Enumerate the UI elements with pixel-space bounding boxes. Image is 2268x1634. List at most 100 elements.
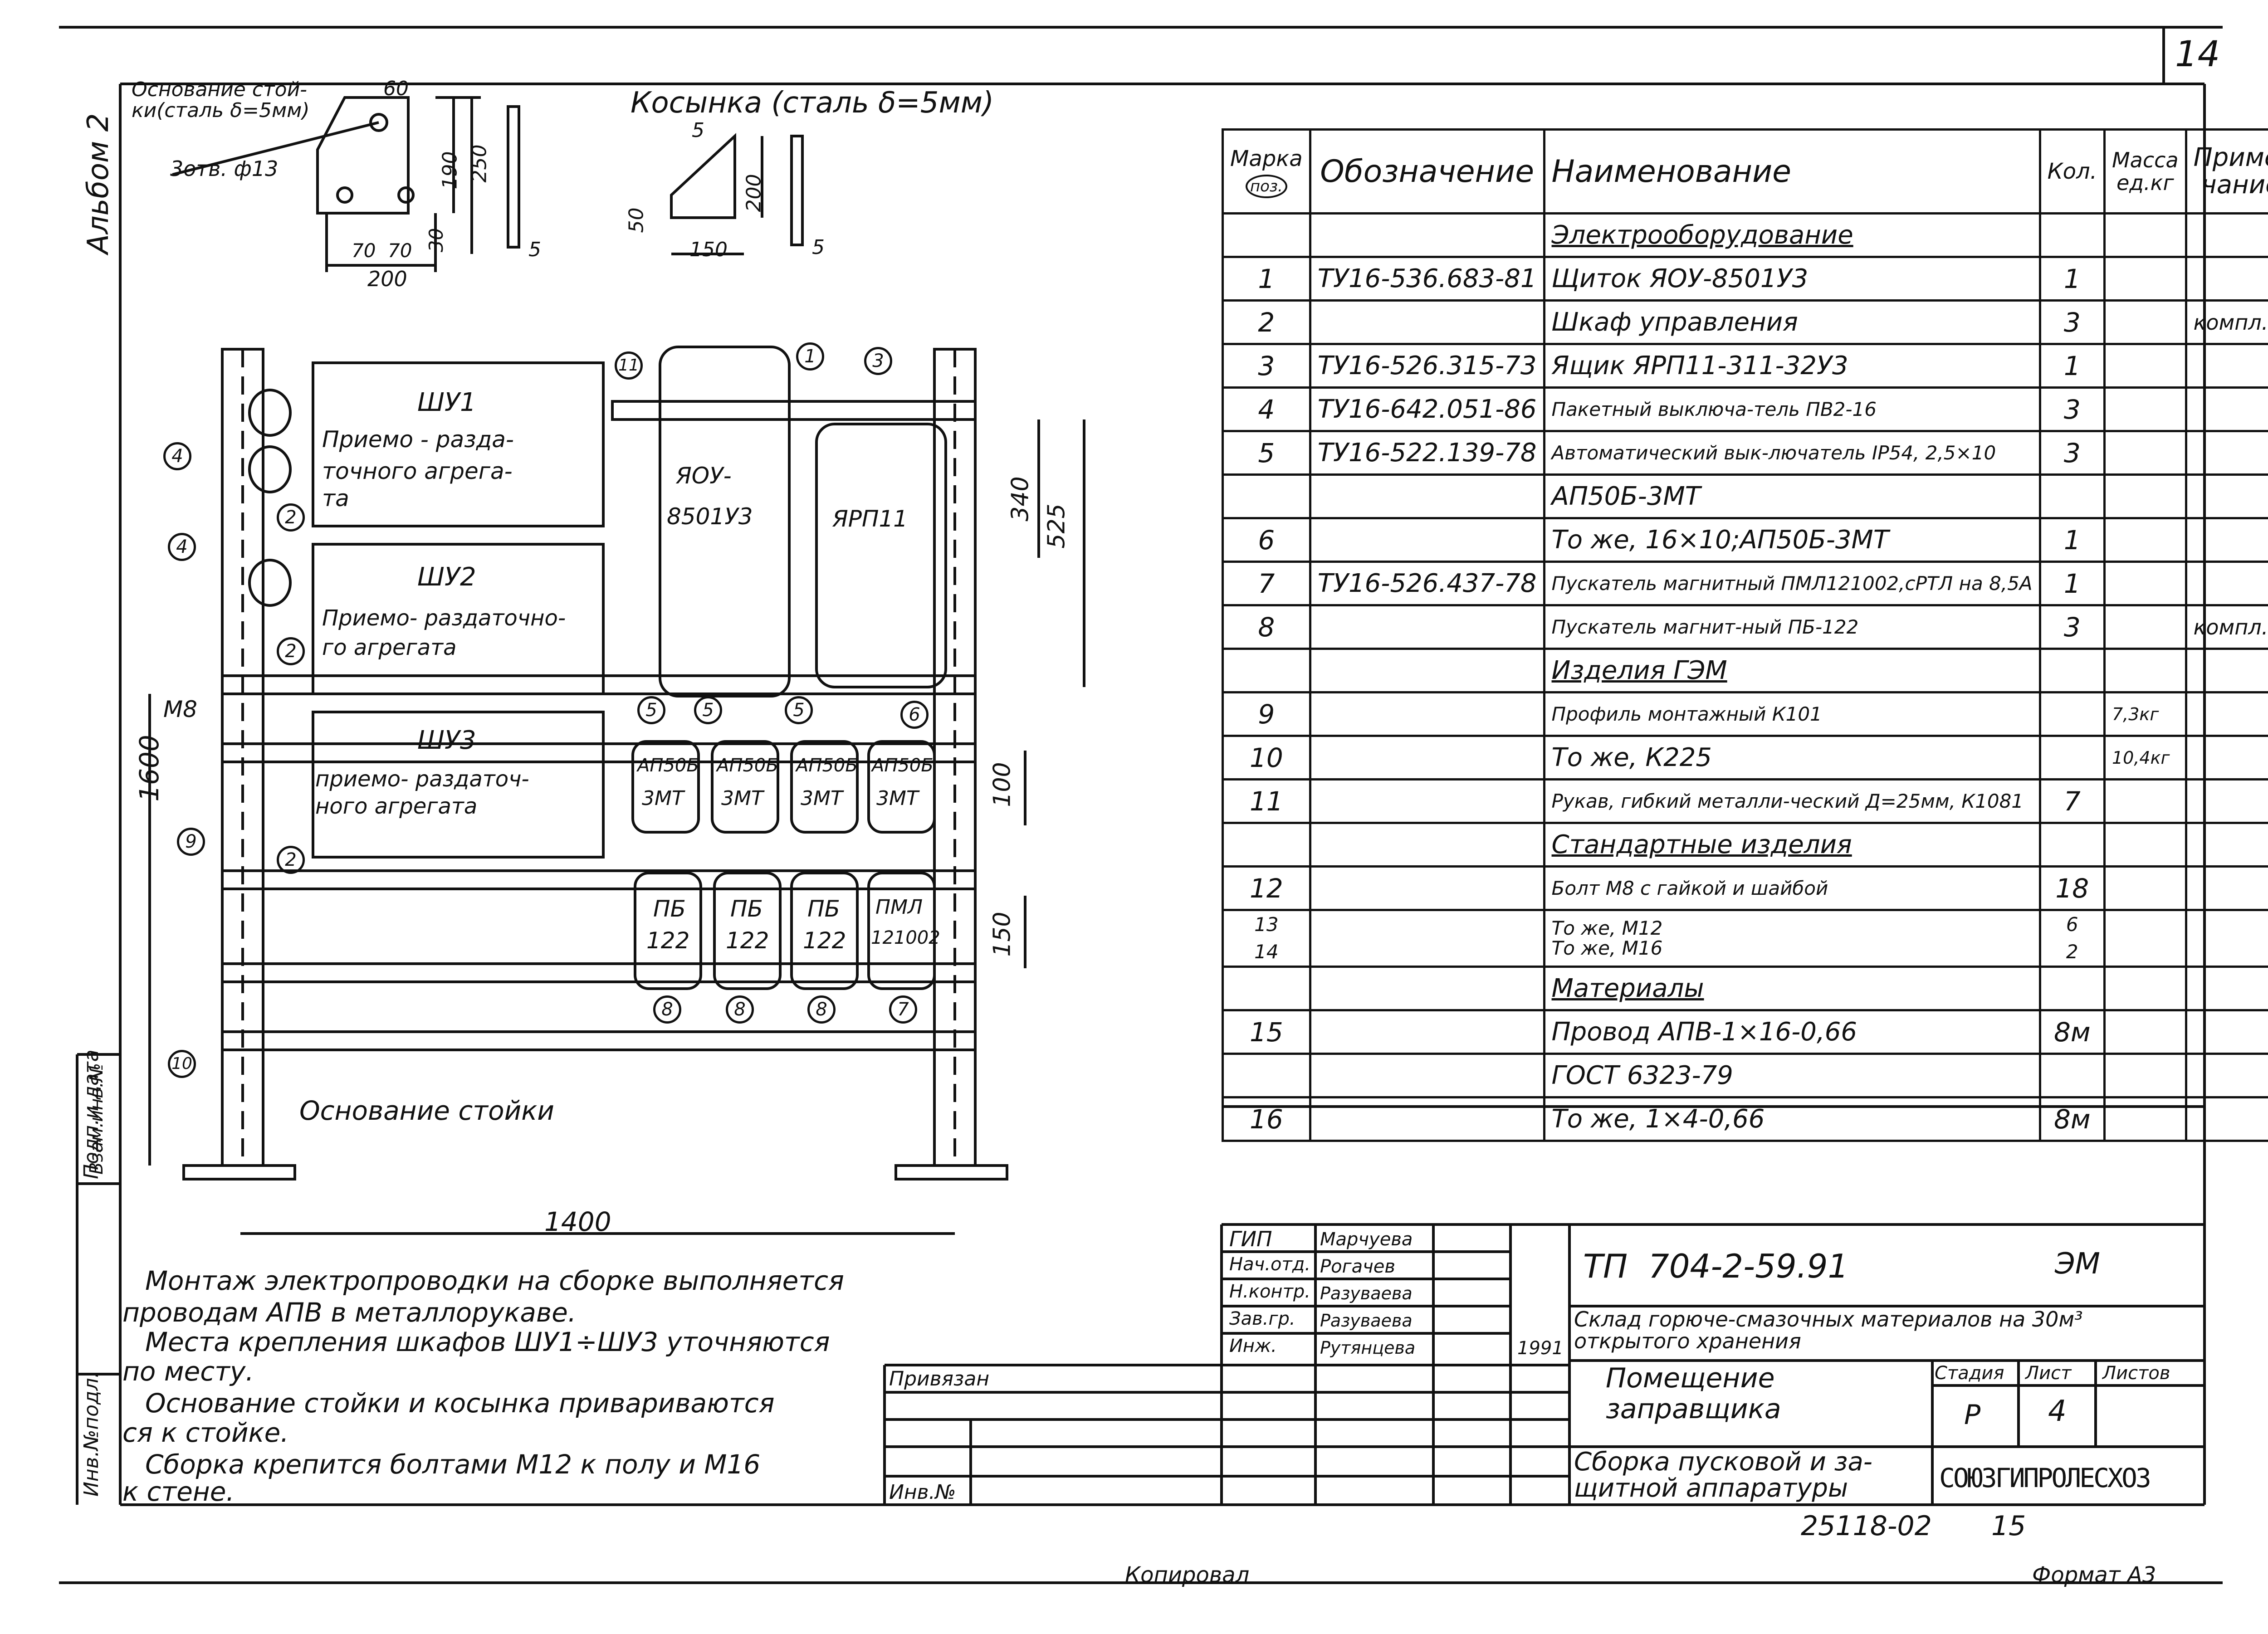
spec-name: То же, 16×10;АП50Б-3МТ: [1543, 517, 2041, 563]
breaker-2-a: АП50Б: [717, 755, 778, 776]
spec-qty: 3: [2038, 430, 2106, 476]
spec-note: [2185, 1096, 2268, 1142]
header-mark: Марка поз.: [1222, 128, 1311, 215]
spec-designation: [1309, 966, 1545, 1011]
spec-designation: [1309, 604, 1545, 650]
spec-qty: 1: [2038, 256, 2106, 302]
gusset-title: Косынка (сталь δ=5мм): [631, 86, 994, 120]
spec-mark: 16: [1222, 1096, 1311, 1142]
bolt-m8-label: М8: [163, 696, 197, 722]
spec-mark: 6: [1222, 517, 1311, 563]
spec-mark: 9: [1222, 691, 1311, 737]
callout-2a: 2: [277, 503, 305, 532]
spec-designation: [1309, 778, 1545, 824]
breaker-4-b: 3МТ: [876, 787, 919, 810]
breaker-1-b: 3МТ: [642, 787, 684, 810]
spec-note: [2185, 909, 2268, 968]
spec-qty: 1: [2038, 561, 2106, 606]
spec-qty: 3: [2038, 386, 2106, 432]
spec-mark: 8: [1222, 604, 1311, 650]
spec-designation: ТУ16-536.683-81: [1309, 256, 1545, 302]
spec-name: Материалы: [1543, 966, 2041, 1011]
tb-sheets-label: Листов: [2102, 1363, 2170, 1384]
spec-designation: [1309, 1053, 1545, 1098]
spec-mark: 2: [1222, 299, 1311, 345]
note-line-3: по месту.: [122, 1356, 254, 1387]
footer-page: 15: [1991, 1510, 2026, 1542]
header-mark-label: Марка: [1230, 146, 1303, 171]
spec-designation: [1309, 517, 1545, 563]
starter-3-b: 122: [803, 927, 846, 954]
note-line-2: Места крепления шкафов ШУ1÷ШУ3 уточняютс…: [145, 1327, 830, 1357]
spec-mark: [1222, 822, 1311, 868]
gusset-dim-5-top: 5: [692, 119, 704, 142]
spec-mark: [1222, 212, 1311, 258]
tb-role-0: ГИП: [1229, 1227, 1272, 1251]
cabinet-2-desc-1: го агрегата: [322, 635, 457, 660]
dim-100: 100: [988, 762, 1016, 807]
spec-mass: 10,4кг: [2103, 735, 2187, 780]
spec-designation: [1309, 648, 1545, 693]
spec-designation: ТУ16-522.139-78: [1309, 430, 1545, 476]
base-dim-5: 5: [528, 238, 541, 261]
tb-name-2: Разуваева: [1320, 1283, 1413, 1303]
spec-mark: 10: [1222, 735, 1311, 780]
spec-mass: [2103, 386, 2187, 432]
base-dim-190: 190: [438, 151, 462, 190]
spec-mass: [2103, 604, 2187, 650]
spec-qty: [2038, 822, 2106, 868]
spec-qty: 8м: [2038, 1009, 2106, 1055]
spec-mass: [2103, 430, 2187, 476]
note-line-5: ся к стойке.: [122, 1417, 289, 1448]
spec-mass: [2103, 561, 2187, 606]
spec-mass: [2103, 648, 2187, 693]
spec-mass: [2103, 822, 2187, 868]
tb-section: ЭМ: [2055, 1247, 2100, 1281]
header-mark-sub: поз.: [1245, 175, 1287, 198]
callout-8a: 8: [653, 995, 681, 1024]
spec-designation: [1309, 1096, 1545, 1142]
spec-mass: [2103, 473, 2187, 519]
gusset-dim-50: 50: [625, 207, 648, 233]
base-label: Основание стойки: [299, 1095, 554, 1126]
spec-note: [2185, 778, 2268, 824]
spec-name: Щиток ЯОУ-8501У3: [1543, 256, 2041, 302]
gusset-dim-150: 150: [689, 238, 728, 261]
callout-5a: 5: [637, 696, 665, 724]
spec-name: Профиль монтажный К101: [1543, 691, 2041, 737]
spec-note: [2185, 386, 2268, 432]
spec-note: [2185, 256, 2268, 302]
base-dim-30: 30: [425, 228, 448, 253]
note-line-7: к стене.: [122, 1476, 235, 1507]
box-ya-label-1: 8501У3: [667, 503, 753, 530]
spec-name: Рукав, гибкий металли-ческий Д=25мм, К10…: [1543, 778, 2041, 824]
spec-mass: [2103, 517, 2187, 563]
spec-qty: 3: [2038, 299, 2106, 345]
tb-name-0: Марчуева: [1320, 1229, 1413, 1250]
cabinet-2-desc-0: Приемо- раздаточно-: [322, 605, 566, 631]
cabinet-1-desc-0: Приемо - разда-: [322, 426, 514, 453]
spec-qty: 1: [2038, 343, 2106, 389]
tb-name-1: Рогачев: [1320, 1256, 1395, 1277]
spec-row: Электрооборудование: [1222, 212, 2268, 258]
header-mass: Масса ед.кг: [2103, 128, 2187, 215]
sheet-corner-number: 14: [2175, 34, 2220, 75]
breaker-3-b: 3МТ: [801, 787, 843, 810]
spec-designation: [1309, 865, 1545, 911]
box-yarp-label: ЯРП11: [832, 506, 908, 532]
spec-mass: [2103, 212, 2187, 258]
breaker-1-a: АП50Б: [637, 755, 699, 776]
tb-stage-label: Стадия: [1935, 1363, 2004, 1384]
spec-mass: [2103, 966, 2187, 1011]
header-qty: Кол.: [2038, 128, 2106, 215]
spec-name: АП50Б-3МТ: [1543, 473, 2041, 519]
spec-name: Стандартные изделия: [1543, 822, 2041, 868]
